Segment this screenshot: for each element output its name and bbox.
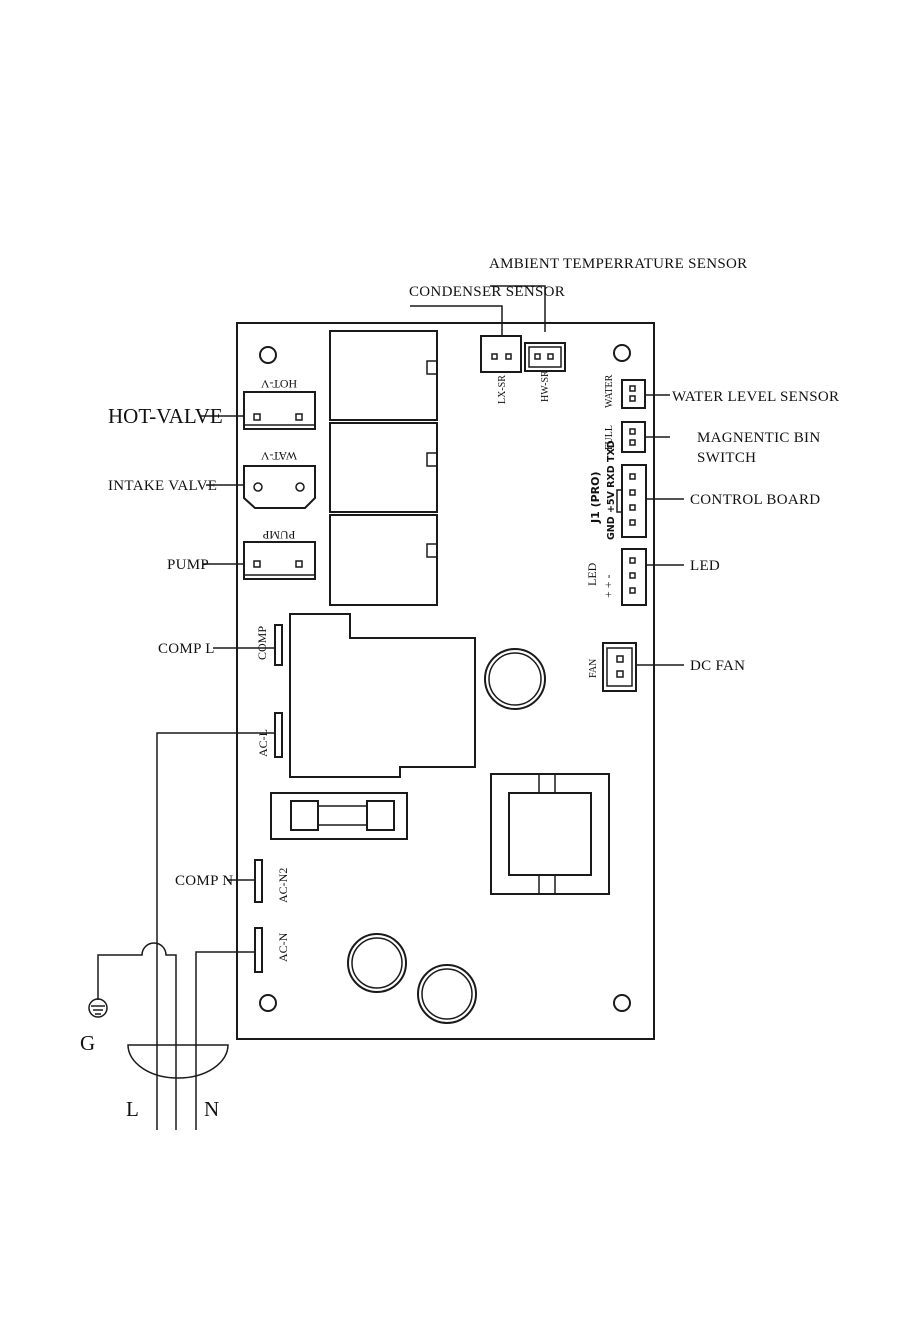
pcb-board bbox=[237, 323, 654, 1039]
j1-connector bbox=[617, 465, 646, 537]
led-label: LED bbox=[690, 558, 720, 574]
water-level-sensor-label: WATER LEVEL SENSOR bbox=[672, 389, 839, 405]
ambient-sensor-connector bbox=[525, 343, 565, 371]
heatsink bbox=[290, 614, 475, 777]
ac-l-terminal bbox=[275, 713, 282, 757]
condenser-sensor-label: CONDENSER SENSOR bbox=[409, 284, 565, 300]
capacitor bbox=[485, 649, 545, 709]
comp-n-label: COMP N bbox=[175, 873, 233, 889]
led-pins-label: + + - bbox=[601, 574, 615, 598]
lx-sr-label: LX-SR bbox=[497, 375, 508, 404]
magnetic-bin-label-2: SWITCH bbox=[697, 450, 756, 466]
comp-l-label: COMP L bbox=[158, 641, 215, 657]
led-connector bbox=[622, 549, 646, 605]
fan-label: FAN bbox=[588, 659, 599, 678]
hot-valve-label: HOT-VALVE bbox=[108, 404, 223, 428]
dc-fan-label: DC FAN bbox=[690, 658, 745, 674]
relay bbox=[330, 331, 437, 420]
plug-icon bbox=[128, 1045, 228, 1078]
full-connector bbox=[622, 422, 645, 452]
comp-terminal bbox=[275, 625, 282, 665]
relay bbox=[330, 515, 437, 605]
relay bbox=[330, 423, 437, 512]
control-board-label: CONTROL BOARD bbox=[690, 492, 820, 508]
transformer bbox=[491, 774, 609, 894]
mount-hole bbox=[260, 995, 276, 1011]
mount-hole bbox=[614, 995, 630, 1011]
intake-valve-label: INTAKE VALVE bbox=[108, 478, 217, 494]
ac-n-label: AC-N bbox=[276, 932, 290, 962]
intake-valve-connector bbox=[244, 466, 315, 508]
j1-label: J1 (PRO) bbox=[589, 471, 602, 524]
comp-board-label: COMP bbox=[255, 626, 269, 660]
pump-board-label: PUMP bbox=[262, 528, 295, 542]
ac-n2-terminal bbox=[255, 860, 262, 902]
wat-v-label: WAT-V bbox=[261, 449, 298, 463]
ambient-sensor-label: AMBIENT TEMPERRATURE SENSOR bbox=[489, 256, 747, 272]
pump-connector bbox=[244, 542, 315, 579]
line-wire bbox=[157, 733, 275, 1130]
hw-sr-label: HW-SR bbox=[540, 370, 551, 402]
ground-label: G bbox=[80, 1031, 95, 1055]
water-level-connector bbox=[622, 380, 645, 408]
ground-symbol-icon bbox=[89, 999, 107, 1017]
pump-label: PUMP bbox=[167, 557, 209, 573]
hot-v-label: HOT-V bbox=[261, 377, 298, 391]
water-label: WATER bbox=[604, 374, 615, 408]
led-board-label: LED bbox=[585, 562, 599, 586]
hot-valve-connector bbox=[244, 392, 315, 429]
j1-pins-label: GND +5V RXD TXD bbox=[606, 440, 617, 540]
fan-connector bbox=[603, 643, 636, 691]
capacitor bbox=[348, 934, 406, 992]
fuse bbox=[271, 793, 407, 839]
ac-n2-label: AC-N2 bbox=[276, 868, 290, 903]
condenser-sensor-connector bbox=[481, 336, 521, 372]
line-label: L bbox=[126, 1097, 139, 1121]
neutral-label: N bbox=[204, 1097, 219, 1121]
mount-hole bbox=[260, 347, 276, 363]
capacitor bbox=[418, 965, 476, 1023]
mount-hole bbox=[614, 345, 630, 361]
ac-n-terminal bbox=[255, 928, 262, 972]
magnetic-bin-label-1: MAGNENTIC BIN bbox=[697, 430, 820, 446]
